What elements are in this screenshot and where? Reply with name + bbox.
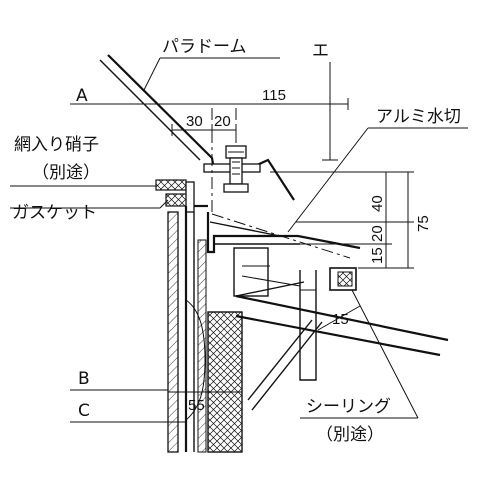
dimension-lines — [150, 62, 414, 398]
dim-55: 55 — [188, 397, 205, 414]
dim-30: 30 — [186, 113, 203, 130]
parapet-dome-label: パラドーム — [162, 37, 247, 57]
b-mark-label: B — [78, 369, 90, 389]
dim-20-top: 20 — [214, 113, 231, 130]
dim-15-bottom: 15 — [332, 311, 349, 328]
lower-sloped-panel — [235, 294, 449, 357]
dim-20-side: 20 — [369, 225, 386, 242]
wire-glass-note: （別途） — [32, 163, 100, 183]
gasket-detail — [155, 179, 208, 213]
wall-section — [167, 206, 243, 453]
e-mark-label: エ — [312, 41, 329, 61]
dim-115: 115 — [262, 87, 286, 104]
sealing-label: シーリング — [306, 397, 391, 417]
dim-15-side: 15 — [369, 247, 386, 264]
sealing-note: （別途） — [316, 425, 384, 445]
aluminum-drip-shape — [206, 212, 361, 297]
sealing-block — [329, 267, 357, 291]
dim-75: 75 — [415, 215, 432, 232]
wire-glass-label: 網入り硝子 — [14, 135, 99, 155]
dim-40: 40 — [369, 195, 386, 212]
support-brackets — [247, 270, 323, 411]
aluminum-drip-label: アルミ水切 — [376, 107, 461, 127]
a-mark-label: A — [76, 86, 88, 106]
leader-lines — [10, 57, 468, 423]
bolt-assembly — [203, 145, 261, 193]
gasket-label: ガスケット — [12, 203, 97, 223]
c-mark-label: C — [78, 401, 90, 421]
